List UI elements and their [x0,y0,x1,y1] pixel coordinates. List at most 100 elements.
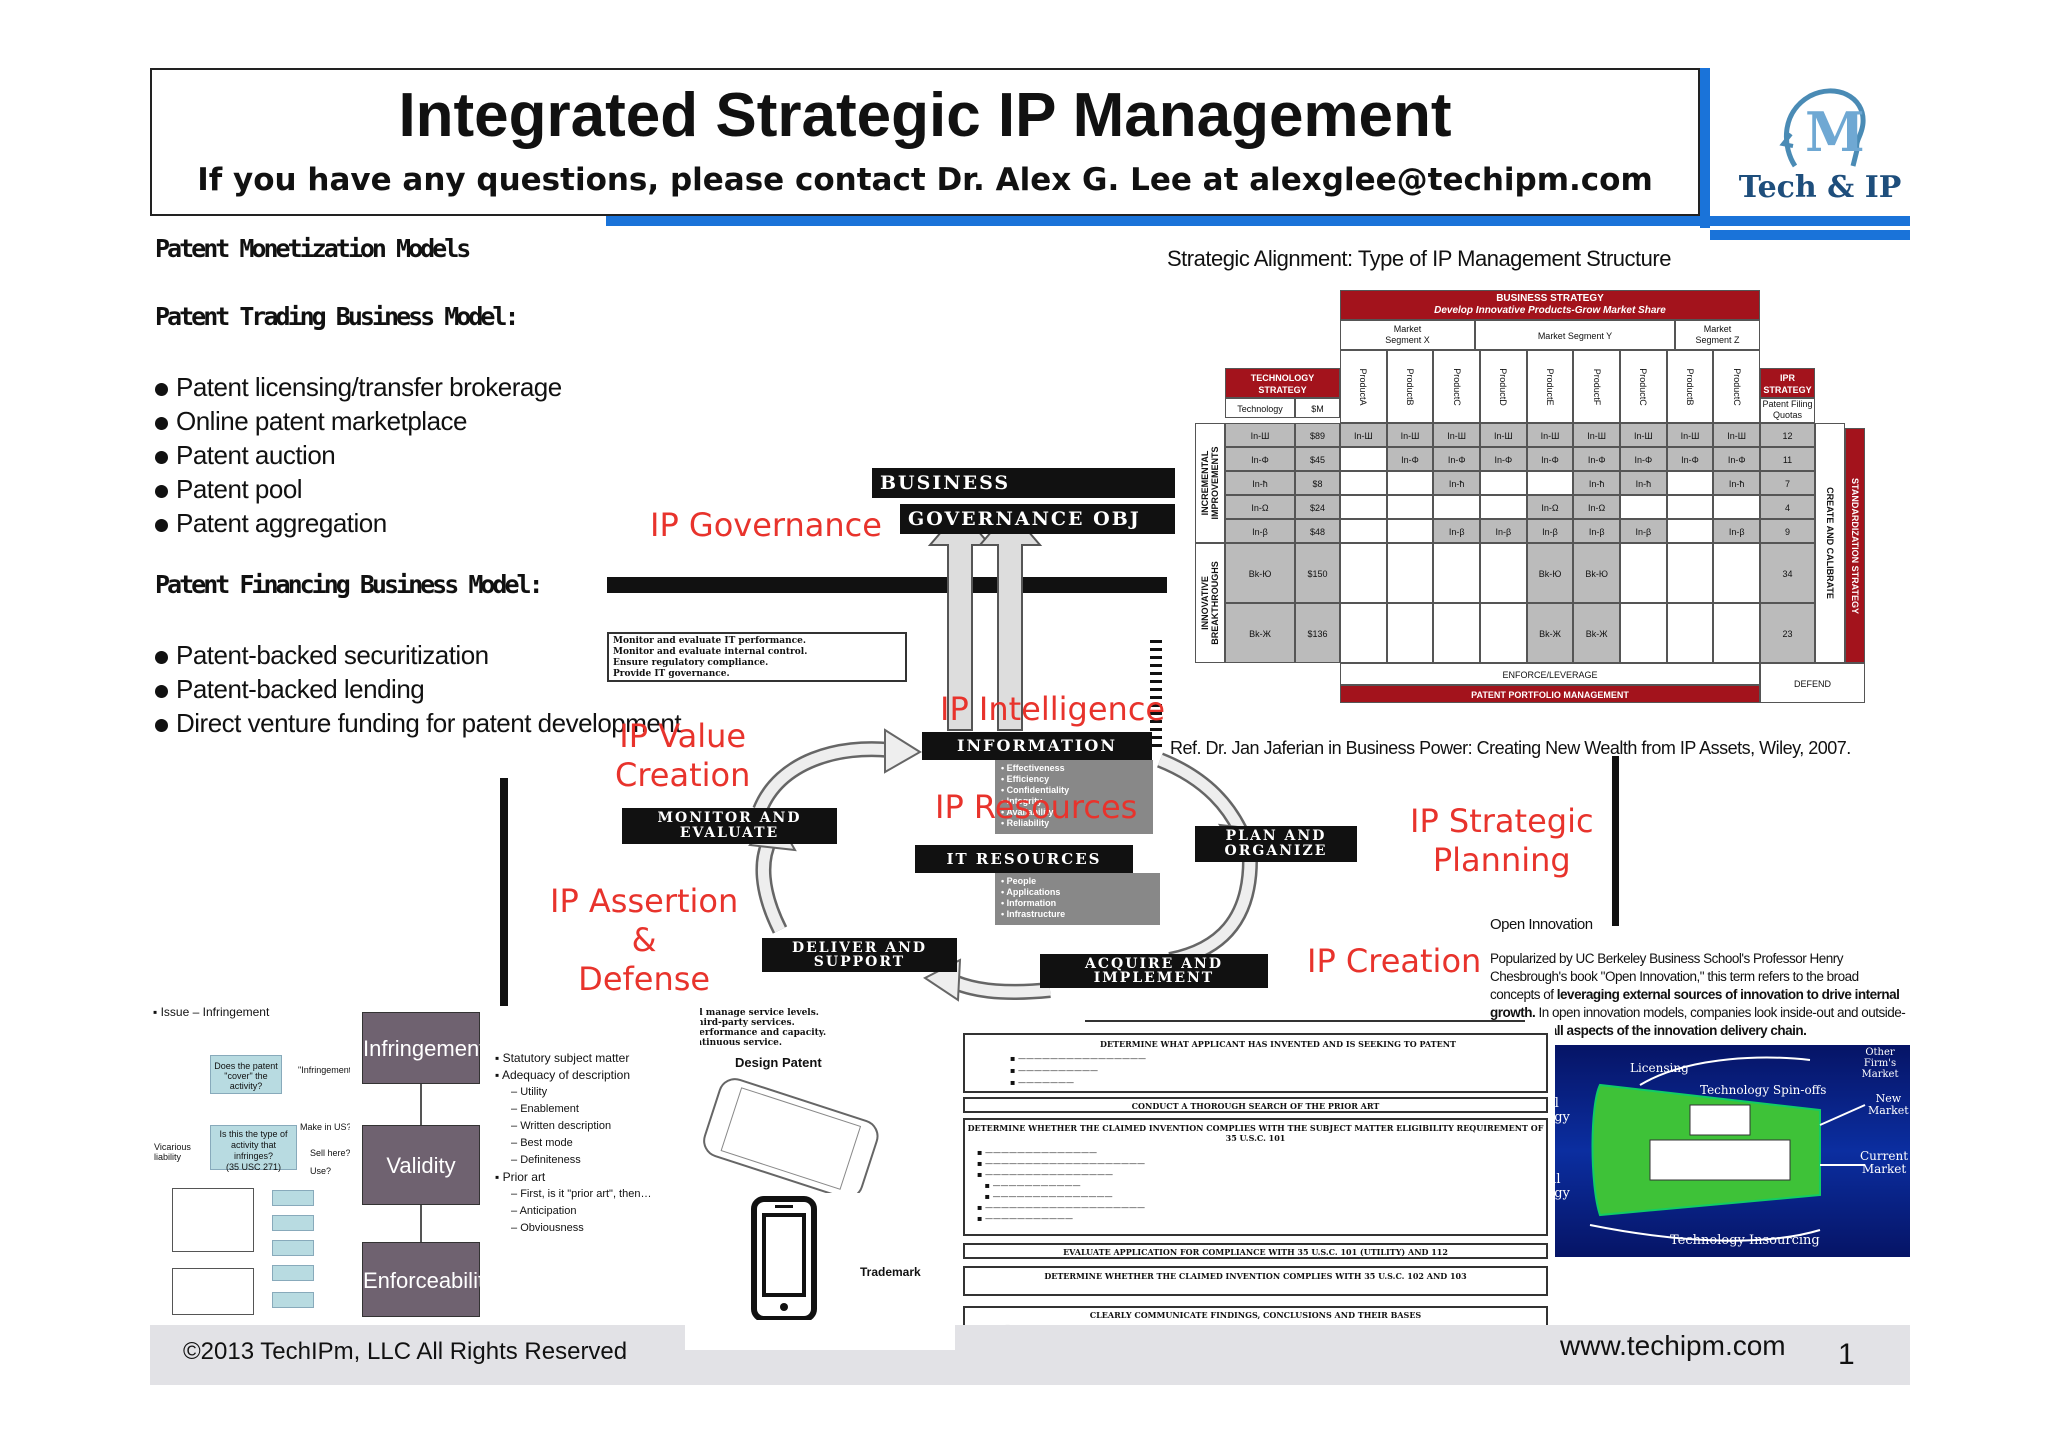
table-cell [1713,543,1761,603]
flow-step-search: CONDUCT A THOROUGH SEARCH OF THE PRIOR A… [963,1097,1548,1113]
technology-col: Technology [1225,398,1295,418]
other-market-label: Other Firm's Market [1861,1047,1899,1080]
stage-infringement: Infringement [362,1012,485,1084]
claim-box [272,1215,314,1231]
table-cell [1713,603,1761,663]
spinoffs-label: Technology Spin-offs [1700,1083,1827,1097]
table-cell: 34 [1760,543,1815,603]
table-cell: In-Ш [1666,423,1714,447]
table-cell [1620,543,1667,603]
label-ip-resources: IP Resources [935,788,1138,826]
segment-z: Market Segment Z [1675,320,1760,350]
page-number: 1 [1838,1338,1855,1371]
product-col-header: ProductE [1526,350,1574,423]
design-patent-label: Design Patent [735,1055,822,1070]
label-ip-intelligence: IP Intelligence [940,690,1166,728]
table-cell: Bk-Ж [1225,603,1295,663]
monitor-evaluate-bar: MONITOR AND EVALUATE [622,808,837,844]
table-cell: 7 [1760,471,1815,495]
table-cell: $8 [1295,471,1340,495]
table-cell: In-Ш [1480,423,1527,447]
table-cell: In-Φ [1386,447,1434,471]
quota-col: Patent Filing Quotas [1760,398,1815,423]
open-innovation-text: Popularized by UC Berkeley Business Scho… [1490,951,1906,1038]
cover-question: Does the patent "cover" the activity? [210,1055,282,1094]
criteria-item: – Definiteness [511,1154,581,1166]
monitor-description-box: Monitor and evaluate IT performance. Mon… [607,632,907,682]
table-cell: In-β [1620,519,1667,543]
table-cell: In-ħ [1573,471,1620,495]
website-link[interactable]: www.techipm.com [1560,1330,1786,1361]
defend-label: DEFEND [1760,663,1865,703]
information-bar: INFORMATION [922,732,1152,760]
table-cell [1340,447,1387,471]
deliver-support-bar: DELIVER AND SUPPORT [762,938,957,972]
table-cell: $136 [1295,603,1340,663]
governance-bar [607,577,1167,593]
table-cell [1340,603,1387,663]
product-col-header: ProductB [1666,350,1714,423]
copyright-text: ©2013 TechIPm, LLC All Rights Reserved [183,1338,628,1365]
table-cell [1666,603,1714,663]
table-cell: In-β [1526,519,1574,543]
business-strategy-header: BUSINESS STRATEGY Develop Innovative Pro… [1340,290,1760,320]
label-ip-governance: IP Governance [650,506,882,544]
list-item: Patent aggregation [155,506,562,540]
incremental-label: INCREMENTAL IMPROVEMENTS [1195,423,1225,543]
vertical-rule [1612,756,1619,926]
table-cell [1386,519,1434,543]
insourcing-label: Technology Insourcing [1670,1233,1820,1248]
table-cell: 4 [1760,495,1815,519]
label-ip-creation: IP Creation [1307,942,1482,980]
sell-label: Sell here? [310,1148,351,1158]
table-cell: Bk-Ю [1526,543,1574,603]
table-cell [1433,543,1480,603]
table-cell: In-Φ [1713,447,1761,471]
table-cell [1340,471,1387,495]
table-cell [1386,603,1434,663]
footer-bar [150,1325,1910,1385]
funnel-diagram-icon [1589,1056,1866,1242]
product-col-header: ProductA [1340,350,1387,423]
header-accent-bar-vertical [1700,68,1710,228]
label-ip-value-creation: IP Value Creation [615,717,751,795]
table-cell: In-Φ [1225,447,1295,471]
table-cell: $24 [1295,495,1340,519]
financing-list: Patent-backed securitization Patent-back… [155,638,682,740]
criteria-item: – First, is it "prior art", then… [511,1188,652,1200]
vertical-rule [500,778,508,1008]
new-market-label: New Market [1868,1092,1909,1117]
criteria-item: – Obviousness [511,1222,584,1234]
table-cell: In-Ш [1573,423,1620,447]
company-logo: M Tech & IP [1725,78,1915,228]
portfolio-label: PATENT PORTFOLIO MANAGEMENT [1340,685,1760,703]
alignment-title: Strategic Alignment: Type of IP Manageme… [1167,246,1671,271]
product-col-header: ProductC [1620,350,1667,423]
table-cell [1620,603,1667,663]
criteria-item: ▪ Statutory subject matter [495,1051,630,1065]
product-col-header: ProductC [1433,350,1480,423]
reference-text: Ref. Dr. Jan Jaferian in Business Power:… [1170,738,1851,758]
list-item: Direct venture funding for patent develo… [155,706,682,740]
footer-overlay [685,1320,955,1350]
open-innovation-funnel: Internal Technology Base External Techno… [1490,1045,1910,1257]
stage-connector [420,1084,422,1125]
flow-step-subject-matter: DETERMINE WHETHER THE CLAIMED INVENTION … [963,1118,1548,1236]
technology-strategy-header: TECHNOLOGY STRATEGY [1225,368,1340,398]
table-cell [1480,603,1527,663]
infringement-outcome: "Infringement" [298,1065,355,1075]
product-col-header: ProductF [1573,350,1620,423]
stage-connector [420,1205,422,1242]
header-accent-bar [606,216,1910,226]
it-resources-bar: IT RESOURCES [915,845,1133,873]
table-cell: $45 [1295,447,1340,471]
list-item: Patent pool [155,472,562,506]
ip-management-table: BUSINESS STRATEGY Develop Innovative Pro… [1195,288,1865,728]
table-cell: In-Φ [1573,447,1620,471]
criteria-item: – Anticipation [511,1205,577,1217]
table-cell: In-Φ [1526,447,1574,471]
list-item: Patent-backed lending [155,672,681,706]
table-cell [1480,543,1527,603]
table-cell: In-Ω [1225,495,1295,519]
criteria-item: – Enablement [511,1103,579,1115]
